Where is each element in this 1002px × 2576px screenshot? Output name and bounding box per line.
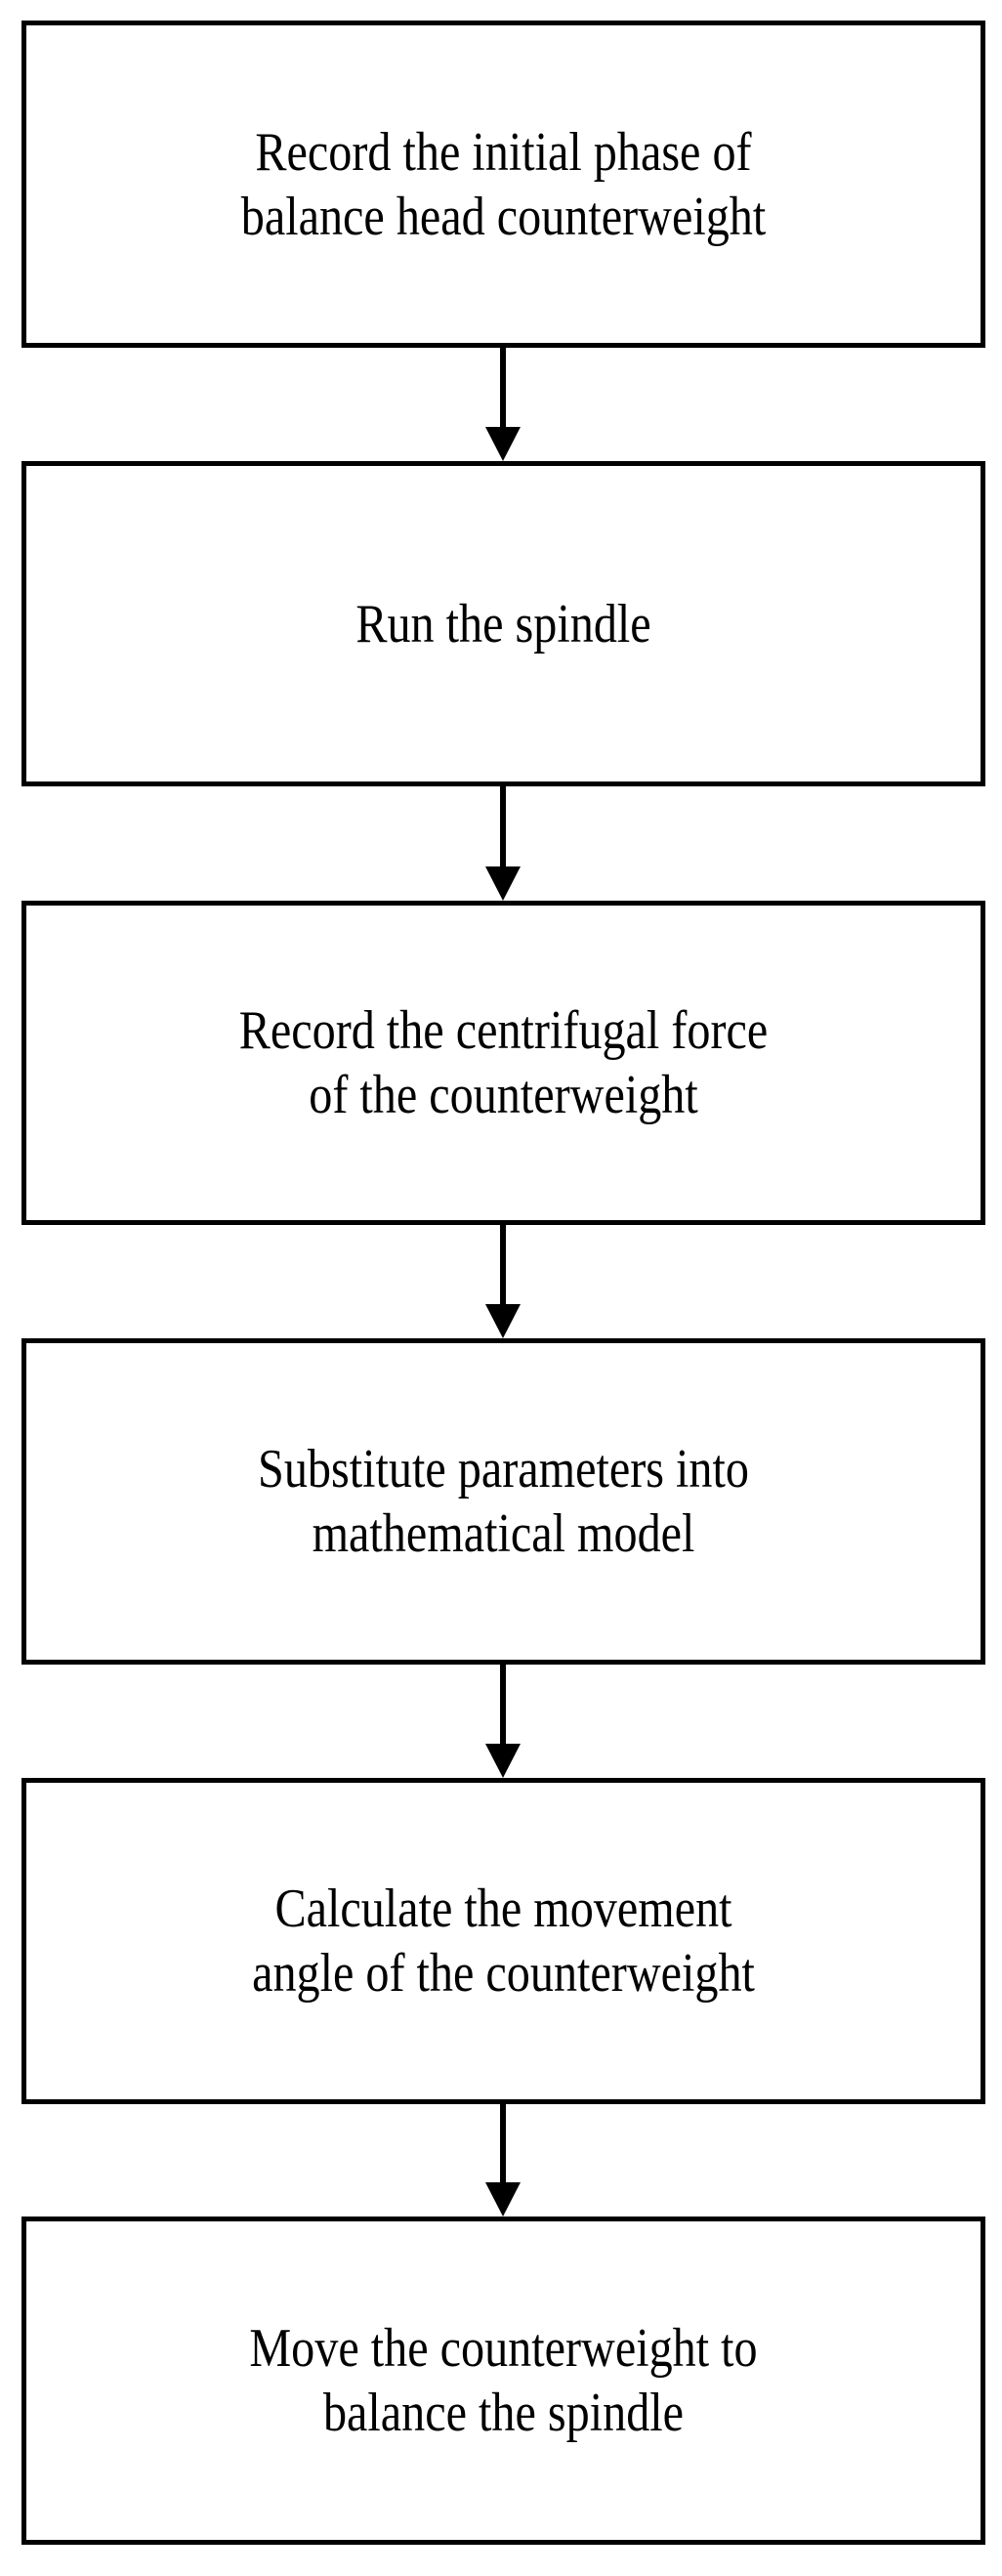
flow-node-calculate-movement-angle[interactable]: Calculate the movement angle of the coun…	[21, 1778, 985, 2104]
flow-node-label: Substitute parameters into mathematical …	[258, 1439, 749, 1564]
arrow-stem	[500, 1665, 506, 1744]
arrow-stem	[500, 1225, 506, 1304]
arrow-stem	[500, 2104, 506, 2182]
flow-node-record-centrifugal-force[interactable]: Record the centrifugal force of the coun…	[21, 901, 985, 1225]
flow-node-record-initial-phase[interactable]: Record the initial phase of balance head…	[21, 21, 985, 348]
connector-arrow-2	[485, 786, 521, 901]
connector-arrow-1	[485, 348, 521, 461]
arrow-stem	[500, 348, 506, 427]
down-arrow-icon	[485, 2182, 521, 2217]
flow-node-move-counterweight[interactable]: Move the counterweight to balance the sp…	[21, 2217, 985, 2545]
down-arrow-icon	[485, 1744, 521, 1778]
flow-node-label: Run the spindle	[355, 593, 651, 655]
flow-node-label: Record the centrifugal force of the coun…	[238, 1000, 769, 1125]
down-arrow-icon	[485, 1304, 521, 1338]
connector-arrow-3	[485, 1225, 521, 1338]
flow-node-run-spindle[interactable]: Run the spindle	[21, 461, 985, 786]
down-arrow-icon	[485, 866, 521, 901]
connector-arrow-5	[485, 2104, 521, 2217]
down-arrow-icon	[485, 427, 521, 461]
flow-node-substitute-parameters[interactable]: Substitute parameters into mathematical …	[21, 1338, 985, 1665]
flow-node-label: Calculate the movement angle of the coun…	[252, 1879, 755, 2004]
flow-node-label: Record the initial phase of balance head…	[240, 121, 767, 247]
connector-arrow-4	[485, 1665, 521, 1778]
arrow-stem	[500, 786, 506, 866]
flow-node-label: Move the counterweight to balance the sp…	[249, 2318, 758, 2443]
